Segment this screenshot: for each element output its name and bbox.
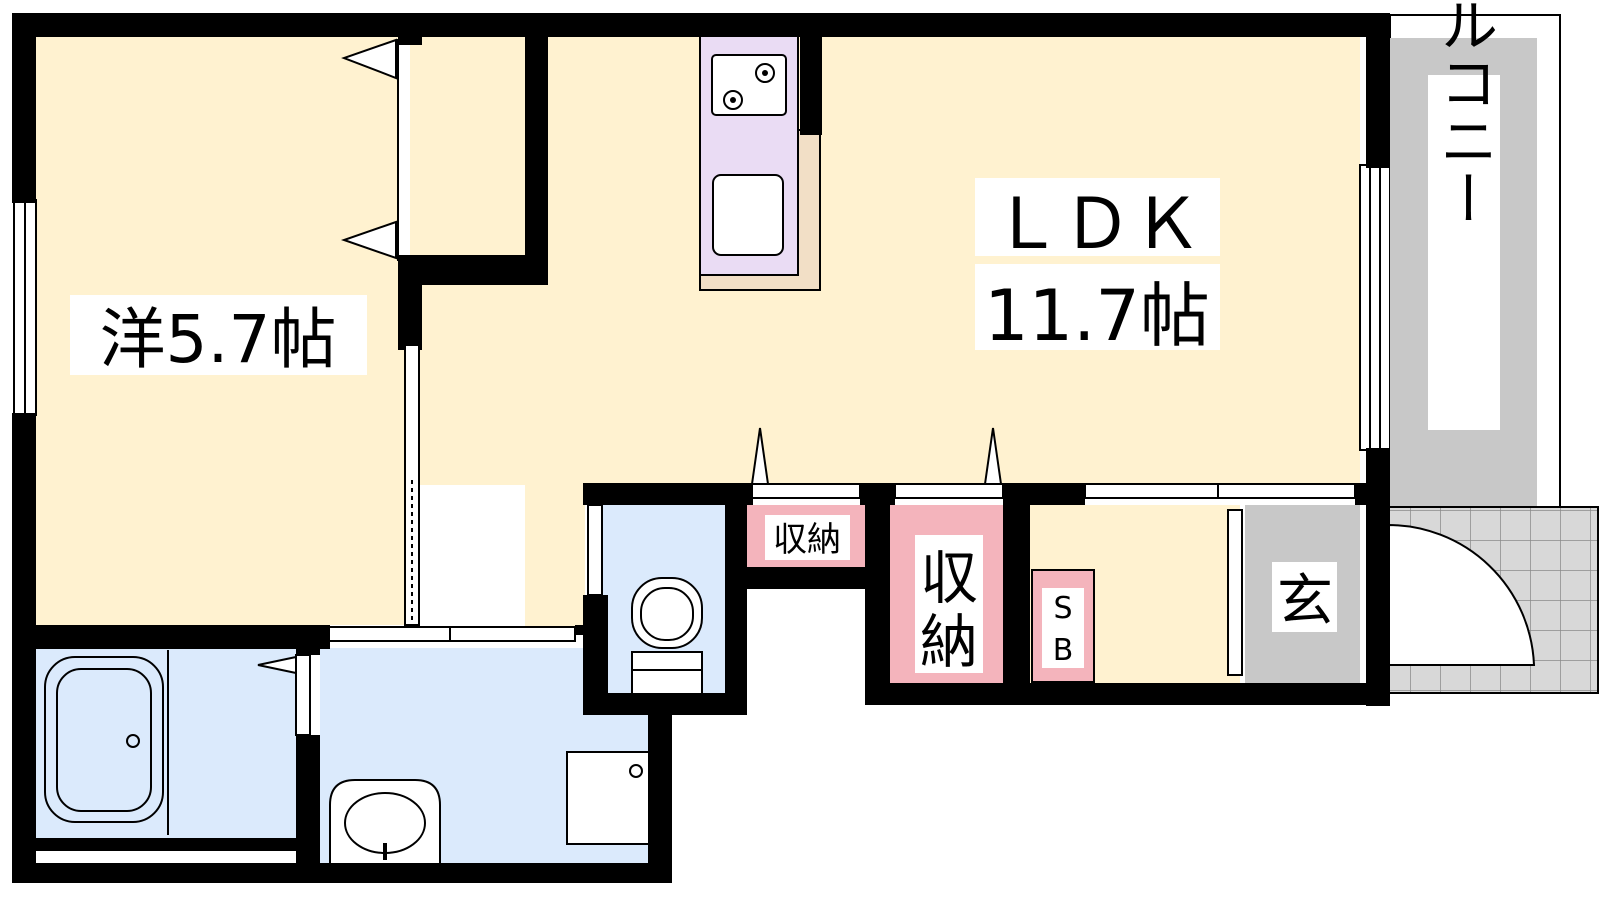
stove-icon (711, 54, 787, 116)
storage-small: 収納 (745, 427, 865, 567)
balcony: バルコニー (1389, 0, 1561, 508)
walls (12, 13, 1390, 883)
ldk-label: ＬＤＫ (992, 183, 1202, 265)
storage-large-label-1: 収 (920, 544, 978, 612)
ldk-room: ＬＤＫ 11.7帖 (410, 25, 1381, 630)
hallway: S B (1030, 483, 1356, 685)
entrance-porch (1387, 506, 1599, 694)
storage-large: 収 納 (888, 427, 1010, 690)
bathroom (34, 648, 311, 865)
ldk-size-label: 11.7帖 (984, 275, 1210, 357)
washing-machine-icon (566, 751, 653, 845)
bathtub-icon (56, 668, 152, 812)
entrance-label: 玄 (1277, 569, 1333, 634)
storage-small-label: 収納 (773, 520, 841, 560)
entrance: 玄 (1227, 505, 1360, 685)
washbasin-icon (329, 779, 441, 863)
toilet-room (587, 504, 725, 695)
western-room-label: 洋5.7帖 (100, 301, 337, 378)
sink-icon (712, 174, 784, 256)
balcony-label: バルコニー (1430, 0, 1498, 227)
western-room: 洋5.7帖 (13, 25, 410, 625)
storage-large-label-2: 納 (920, 608, 978, 676)
shoe-box-label-b: B (1053, 633, 1074, 668)
shoe-box-label-s: S (1053, 591, 1072, 626)
toilet-icon (631, 577, 703, 695)
